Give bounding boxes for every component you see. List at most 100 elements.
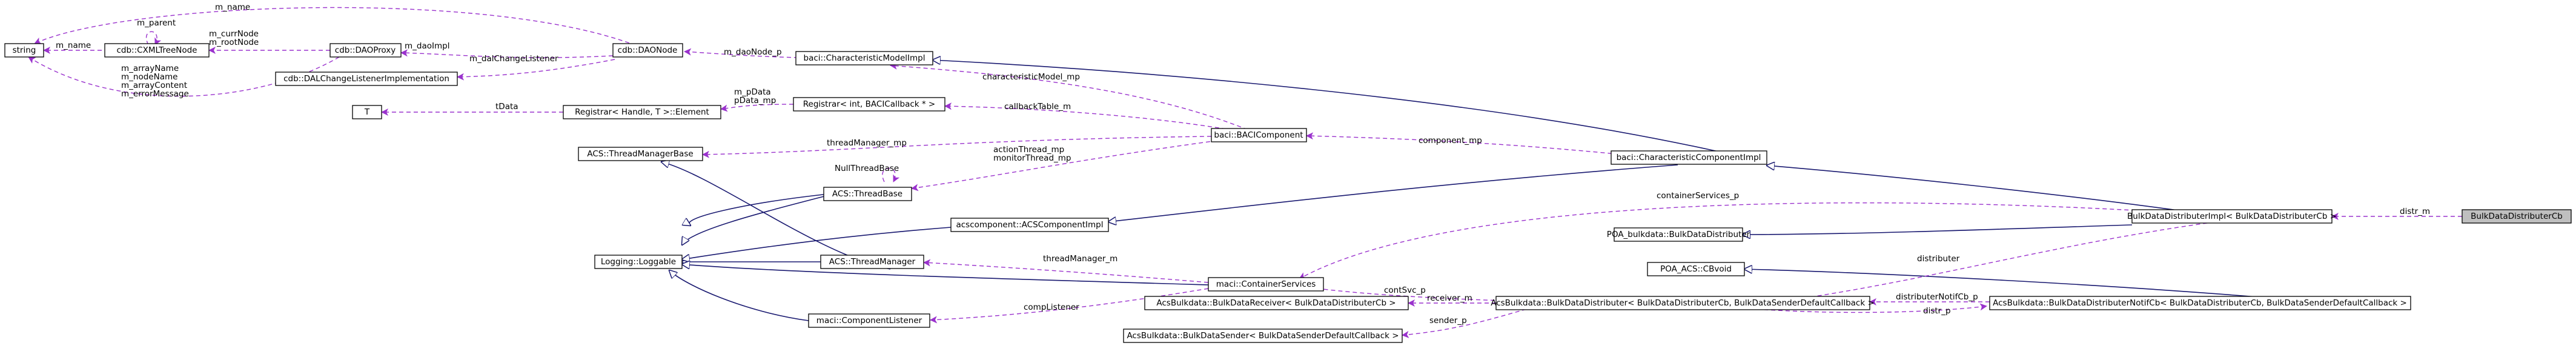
usage-edges <box>28 7 2462 338</box>
node-label: ACS::ThreadManagerBase <box>587 149 693 159</box>
node-bulkdatadistributernotifcb[interactable]: AcsBulkdata::BulkDataDistributerNotifCb<… <box>1989 296 2411 310</box>
node-cdb-dalchangelistenerimplementation[interactable]: cdb::DALChangeListenerImplementation <box>275 72 458 86</box>
edge-label-line: m_nodeName <box>121 72 177 82</box>
edge-acscomp-to-loggable <box>682 227 952 259</box>
edge-label-m-name-left: m_name <box>56 41 91 50</box>
node-label: POA_bulkdata::BulkDataDistributer <box>1607 230 1750 239</box>
edge-label-line: m_arrayContent <box>121 81 187 90</box>
node-label: AcsBulkdata::BulkDataDistributerNotifCb<… <box>1993 298 2407 308</box>
edge-label-m-dalchange: m_dalChangeListener <box>469 54 558 64</box>
edge-label-m-daonode-p: m_daoNode_p <box>724 47 782 57</box>
edge-threadmgrbase-to-threadmgr <box>661 162 891 270</box>
node-t[interactable]: T <box>352 105 382 119</box>
edge-bacicomp-to-charmodel <box>890 62 1248 130</box>
edge-bacicomp-to-threadmgrbase <box>702 136 1212 158</box>
edge-label-line: actionThread_mp <box>993 145 1064 155</box>
edge-label-m-daoimpl: m_daoImpl <box>405 41 449 51</box>
node-label: AcsBulkdata::BulkDataReceiver< BulkDataD… <box>1156 298 1396 308</box>
node-label: T <box>364 107 370 117</box>
edge-label-line: pData_mp <box>734 96 776 105</box>
edge-label-line: m_currNode <box>209 29 259 39</box>
node-label: cdb::DAOProxy <box>335 45 396 55</box>
edge-daonode-to-dalchange <box>457 59 615 81</box>
node-maci-containerservices[interactable]: maci::ContainerServices <box>1208 277 1324 292</box>
node-cdb-daonode[interactable]: cdb::DAONode <box>612 43 683 58</box>
node-bulkdatadistributerimpl[interactable]: BulkDataDistributerImpl< BulkDataDistrib… <box>2127 209 2337 224</box>
edge-distnotif-to-poaacs <box>1744 269 2302 301</box>
node-cdb-cxmltreenode[interactable]: cdb::CXMLTreeNode <box>104 43 210 58</box>
edge-bacicomp-to-threadbase <box>911 140 1218 192</box>
edge-label-characteristicmodel-mp: characteristicModel_mp <box>982 72 1080 82</box>
edge-label-threadmanager-mp: threadManager_mp <box>827 138 907 148</box>
edge-label-threadmanager-m: threadManager_m <box>1043 254 1117 264</box>
edge-charcomp-to-acscomp <box>1108 164 1678 222</box>
node-label: string <box>13 45 36 55</box>
edge-label-complistener: compListener <box>1024 302 1079 312</box>
node-baci-bacicomponent[interactable]: baci::BACIComponent <box>1211 128 1307 142</box>
node-acs-threadbase[interactable]: ACS::ThreadBase <box>823 187 912 201</box>
edge-containerservices-to-threadmgr <box>923 259 1209 283</box>
node-baci-characteristicmodelimpl[interactable]: baci::CharacteristicModelImpl <box>795 51 933 65</box>
edge-daonode-to-string <box>34 7 637 46</box>
node-bulkdatadistributercb[interactable]: BulkDataDistributerCb <box>2462 209 2572 224</box>
edge-label-line: m_errorMessage <box>121 89 189 99</box>
edge-threadbase-loop <box>882 167 900 182</box>
node-label: POA_ACS::CBvoid <box>1660 264 1732 274</box>
node-label: Registrar< Handle, T >::Element <box>575 107 709 117</box>
node-poa-acs-cbvoid[interactable]: POA_ACS::CBvoid <box>1647 262 1745 276</box>
edge-bacicomp-to-regcb <box>944 102 1248 133</box>
node-string[interactable]: string <box>4 43 44 58</box>
edge-label-distributer: distributer <box>1917 254 1960 264</box>
edge-charcomp-to-bacicomp <box>1306 132 1663 159</box>
node-acs-threadmanagerbase[interactable]: ACS::ThreadManagerBase <box>578 147 703 161</box>
node-label: Registrar< int, BACICallback * > <box>803 99 935 109</box>
edge-distimpl-to-charcomp <box>1767 165 2187 212</box>
node-acs-threadmanager[interactable]: ACS::ThreadManager <box>820 255 924 269</box>
node-label: cdb::DAONode <box>618 45 678 55</box>
node-cdb-daoproxy[interactable]: cdb::DAOProxy <box>329 43 402 58</box>
edge-regcb-to-regelem <box>720 104 794 112</box>
edge-containerservices-to-loggable <box>682 264 1209 285</box>
node-registrar-element[interactable]: Registrar< Handle, T >::Element <box>563 105 721 119</box>
edge-distimpl-to-containerservices <box>1299 202 2187 279</box>
edge-label-nullthreadbase: NullThreadBase <box>835 164 899 173</box>
edge-distimpl-to-poabulk <box>1743 224 2133 235</box>
node-label: cdb::DALChangeListenerImplementation <box>283 74 449 84</box>
node-bulkdatasender[interactable]: AcsBulkdata::BulkDataSender< BulkDataSen… <box>1123 329 1403 343</box>
node-baci-characteristiccomponentimpl[interactable]: baci::CharacteristicComponentImpl <box>1611 150 1767 165</box>
edge-bulkdistributer-to-bulksender <box>1402 309 1527 338</box>
edge-charcomp-to-charmodel <box>933 60 1745 158</box>
edge-threadbase-to-loggable-b <box>682 193 834 245</box>
node-label: baci::BACIComponent <box>1214 130 1303 140</box>
node-bulkdatadistributer[interactable]: AcsBulkdata::BulkDataDistributer< BulkDa… <box>1491 296 1875 310</box>
node-logging-loggable[interactable]: Logging::Loggable <box>594 255 683 269</box>
node-label: BulkDataDistributerCb <box>2471 212 2563 221</box>
edge-containerservices-to-complistener <box>930 288 1209 324</box>
edge-label-m-parent: m_parent <box>137 18 176 28</box>
edge-label-distributernotifcb-p: distributerNotifCb_p <box>1896 292 1978 302</box>
edge-complistener-to-loggable <box>669 270 809 321</box>
edge-label-contsvc-p: contSvc_p <box>1384 285 1426 295</box>
node-label: Logging::Loggable <box>601 257 676 267</box>
node-maci-componentlistener[interactable]: maci::ComponentListener <box>808 313 930 328</box>
node-label: acscomponent::ACSComponentImpl <box>956 220 1103 230</box>
node-label: BulkDataDistributerImpl< BulkDataDistrib… <box>2127 212 2337 221</box>
edge-label-m-name-top: m_name <box>215 2 250 12</box>
node-label: ACS::ThreadManager <box>829 257 916 267</box>
edge-bulkdistributer-to-distnotif <box>1756 303 1987 313</box>
edge-label-line: monitorThread_mp <box>993 153 1071 163</box>
node-registrar-bacicallback[interactable]: Registrar< int, BACICallback * > <box>793 97 945 112</box>
edge-label-distr-m: distr_m <box>2400 207 2430 216</box>
node-label: baci::CharacteristicModelImpl <box>804 53 925 63</box>
node-bulkdatareceiver[interactable]: AcsBulkdata::BulkDataReceiver< BulkDataD… <box>1144 296 1409 310</box>
edge-daonode-to-daoproxy <box>400 49 614 58</box>
node-poa-bulkdata-bulkdatadistributer[interactable]: POA_bulkdata::BulkDataDistributer <box>1607 227 1750 242</box>
edge-threadbase-to-loggable <box>689 193 829 225</box>
node-acscomponent-acscomponentimpl[interactable]: acscomponent::ACSComponentImpl <box>950 218 1109 232</box>
edge-charmodel-to-daonode <box>684 48 843 59</box>
node-label: maci::ComponentListener <box>816 316 922 325</box>
